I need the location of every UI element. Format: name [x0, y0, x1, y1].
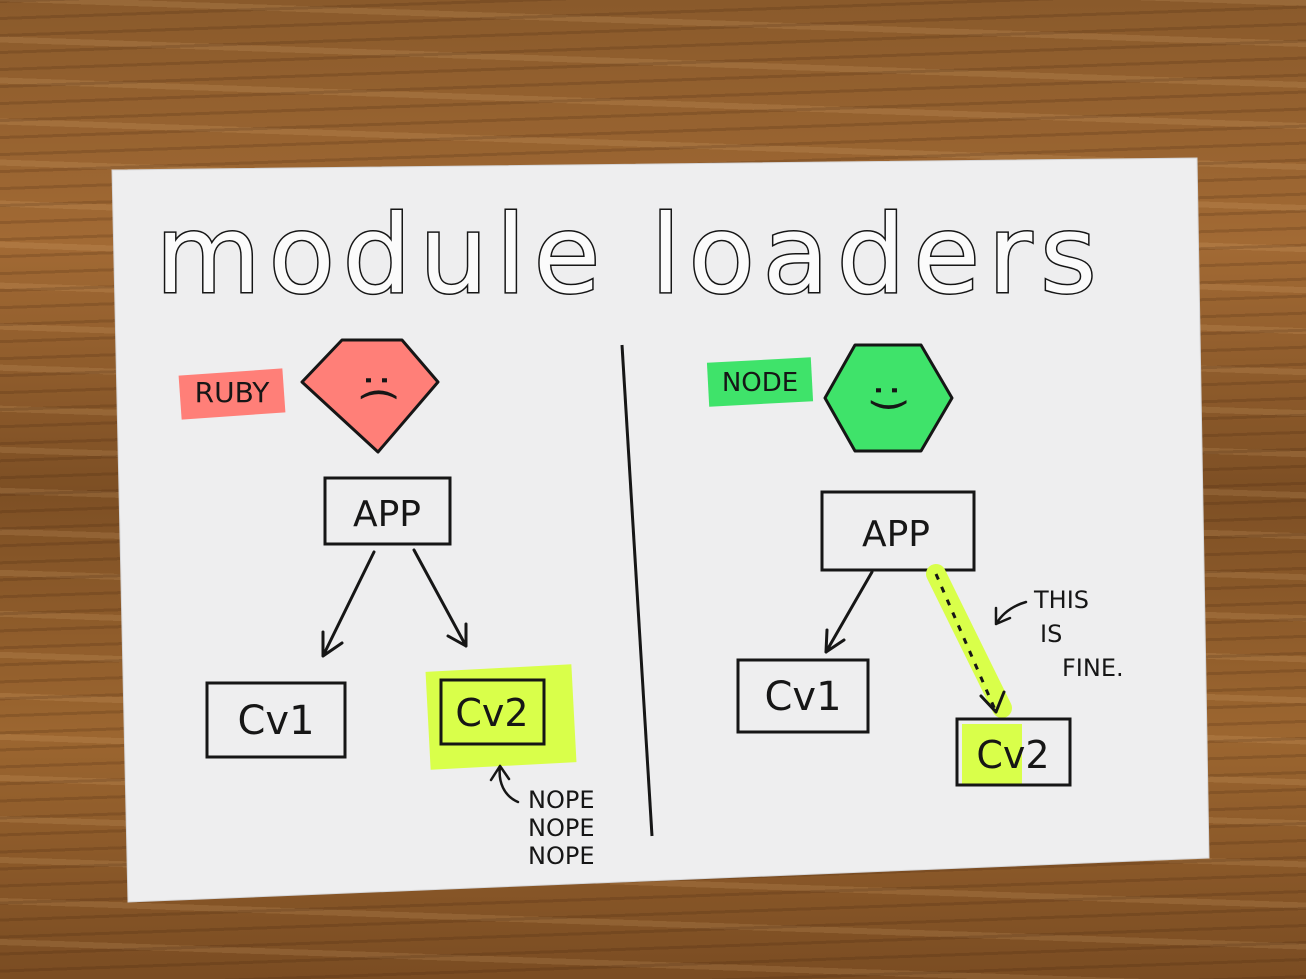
fine-note-line-1: THIS	[1033, 586, 1089, 614]
ruby-label-highlight	[178, 368, 286, 420]
right-cv2-box	[955, 717, 1072, 787]
ruby-sad-face: :(	[356, 373, 402, 402]
divider-line	[620, 344, 654, 837]
right-arrowhead-to-cv2	[979, 690, 1006, 714]
nope-pointer-arrow	[489, 764, 520, 804]
card-title: module loaders	[156, 193, 1105, 318]
node-happy-face: :)	[866, 383, 912, 412]
fine-note-line-3: FINE.	[1062, 654, 1124, 682]
left-arrow-to-cv1	[321, 550, 376, 658]
right-cv2-label: Cv2	[976, 733, 1049, 777]
node-hexagon-icon	[823, 343, 954, 453]
ruby-label: RUBY	[195, 376, 271, 409]
left-app-box	[323, 476, 452, 546]
fine-note-line-2: IS	[1040, 620, 1062, 648]
left-arrow-to-cv2	[412, 548, 468, 648]
right-app-label: APP	[862, 514, 930, 555]
left-cv1-label: Cv1	[237, 698, 314, 744]
left-cv2-box	[439, 678, 546, 746]
right-cv2-highlight	[962, 724, 1022, 784]
left-cv2-label: Cv2	[455, 691, 528, 735]
nope-note-line-2: NOPE	[528, 814, 594, 842]
nope-note-line-1: NOPE	[528, 786, 594, 814]
ruby-gem-icon	[300, 338, 440, 454]
left-app-label: APP	[353, 494, 421, 535]
right-arrow-to-cv1	[824, 570, 874, 654]
right-cv1-label: Cv1	[764, 674, 841, 720]
node-label: NODE	[722, 368, 798, 398]
right-cv1-box	[736, 658, 870, 734]
right-dotted-arrow-to-cv2	[934, 573, 998, 713]
fine-pointer-arrow	[994, 600, 1028, 626]
node-label-highlight	[706, 357, 814, 407]
right-arrow-highlight	[926, 564, 1012, 718]
left-cv1-box	[205, 681, 347, 759]
right-app-box	[820, 490, 976, 572]
nope-note-line-3: NOPE	[528, 842, 594, 870]
